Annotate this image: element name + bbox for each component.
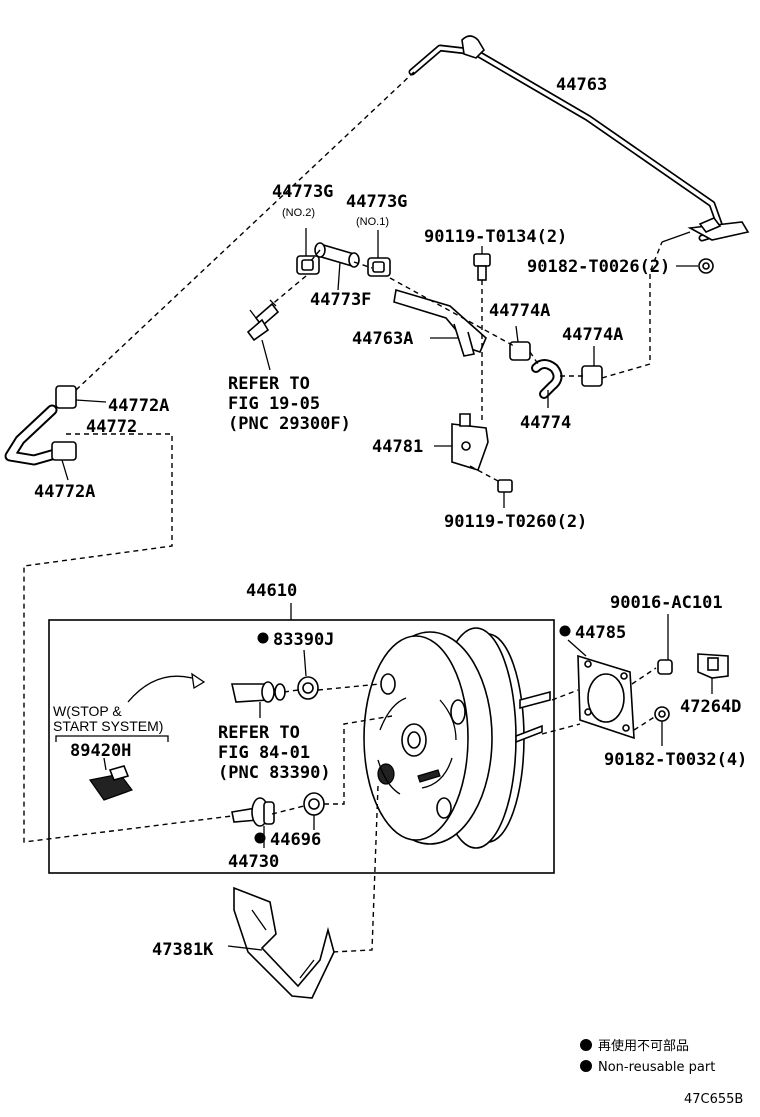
vacuum-sensor-fig8401 — [231, 681, 286, 718]
nut-90016-ac101 — [657, 614, 673, 675]
brake-booster-44610 — [363, 627, 551, 849]
label-44696: 44696 — [270, 830, 321, 850]
routing-lines — [23, 71, 663, 953]
label-47264d: 47264D — [680, 697, 741, 717]
grommet-83390j — [297, 649, 319, 700]
bolt-90119-t0260 — [497, 479, 513, 508]
label-47381k: 47381K — [152, 940, 214, 960]
stop-start-bracket — [55, 735, 169, 742]
label-90119-t0260: 90119-T0260(2) — [444, 512, 587, 532]
vacuum-pipe-44763 — [408, 35, 750, 243]
ref-fig1905-line1: REFER TO — [228, 374, 310, 394]
clamp-44772a-lower — [51, 441, 77, 481]
label-44773g-no2: 44773G — [272, 182, 333, 202]
ref-fig8401-line2: FIG 84-01 — [218, 743, 310, 763]
label-90119-t0134: 90119-T0134(2) — [424, 227, 567, 247]
label-44610: 44610 — [246, 581, 297, 601]
non-reusable-marker-44696 — [254, 832, 266, 844]
label-44774: 44774 — [520, 413, 571, 433]
bracket-44781 — [434, 413, 489, 471]
legend-non-reusable-jp: 再使用不可部品 — [598, 1038, 689, 1054]
hose-44772 — [4, 404, 68, 466]
label-89420h: 89420H — [70, 741, 131, 761]
booster-assembly-box — [48, 603, 555, 874]
label-44772: 44772 — [86, 417, 137, 437]
bolt-90119-t0134 — [473, 246, 491, 281]
label-44773g-no1: 44773G — [346, 192, 407, 212]
label-44774a-right: 44774A — [562, 325, 623, 345]
stop-start-arrow — [127, 672, 206, 703]
grommet-44696 — [303, 792, 325, 830]
label-83390j: 83390J — [273, 630, 334, 650]
legend-marker-en — [580, 1060, 592, 1072]
ref-fig8401-line1: REFER TO — [218, 723, 300, 743]
clip-44773g-no1 — [367, 230, 391, 277]
label-44781: 44781 — [372, 437, 423, 457]
vacuum-sensor-89420h — [88, 757, 133, 801]
hose-44773f — [314, 242, 360, 291]
non-reusable-marker-44785 — [559, 625, 571, 637]
clamp-44774a-left — [509, 325, 531, 361]
clamp-44772a-upper — [55, 385, 107, 409]
label-90182-t0026: 90182-T0026(2) — [527, 257, 670, 277]
diagram-code: 47C655B — [684, 1092, 743, 1107]
ref-fig1905-line3: (PNC 29300F) — [228, 414, 351, 434]
hose-44774 — [531, 359, 563, 408]
non-reusable-marker-83390j — [257, 632, 269, 644]
ref-fig8401-line3: (PNC 83390) — [218, 763, 331, 783]
clip-44773g-no2 — [296, 228, 320, 275]
label-44774a-left: 44774A — [489, 301, 550, 321]
label-44773f: 44773F — [310, 290, 371, 310]
label-44772a-lower: 44772A — [34, 482, 95, 502]
gasket-44785 — [567, 639, 635, 740]
nut-90182-t0026 — [676, 258, 714, 274]
label-44730: 44730 — [228, 852, 279, 872]
bracket-47381k — [227, 886, 335, 999]
legend-non-reusable-en: Non-reusable part — [598, 1060, 715, 1075]
label-44772a-upper: 44772A — [108, 396, 169, 416]
label-44785: 44785 — [575, 623, 626, 643]
note-stop-start-line2: START SYSTEM) — [53, 718, 163, 734]
legend-marker-jp — [580, 1039, 592, 1051]
stopper-47264d — [697, 653, 729, 694]
clamp-44774a-right — [581, 346, 603, 387]
nut-90182-t0032 — [654, 706, 670, 746]
check-valve-44730 — [231, 797, 275, 848]
label-90182-t0032: 90182-T0032(4) — [604, 750, 747, 770]
bracket-44763a — [393, 288, 487, 357]
label-90016-ac101: 90016-AC101 — [610, 593, 723, 613]
label-44763: 44763 — [556, 75, 607, 95]
check-valve-fig1905 — [246, 299, 280, 371]
note-stop-start-line1: W(STOP & — [53, 703, 122, 719]
label-44773g-no1-sub: (NO.1) — [356, 216, 389, 228]
label-44773g-no2-sub: (NO.2) — [282, 207, 315, 219]
ref-fig1905-line2: FIG 19-05 — [228, 394, 320, 414]
label-44763a: 44763A — [352, 329, 413, 349]
